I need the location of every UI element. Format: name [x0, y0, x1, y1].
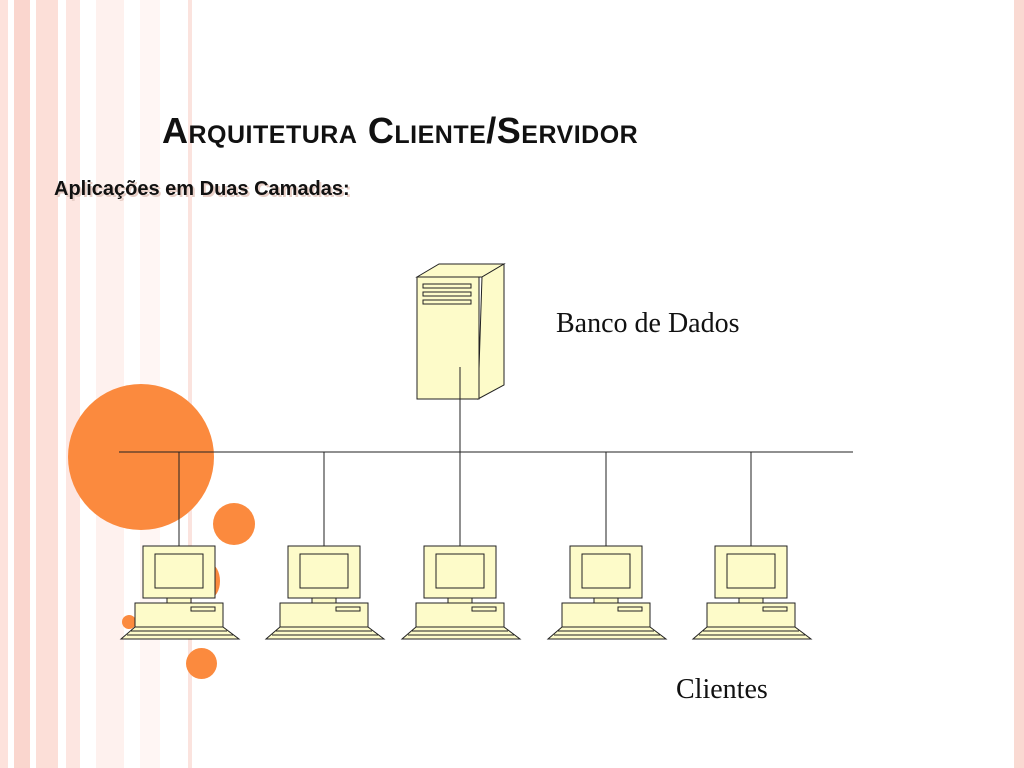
slide-title: Arquitetura Cliente/Servidor	[162, 110, 639, 151]
right-border-stripe	[1014, 0, 1024, 768]
client-computer-icon	[692, 545, 812, 640]
network-lines	[119, 367, 853, 547]
client-computer-icon	[401, 545, 521, 640]
server-tower-icon	[415, 263, 506, 400]
decorative-circle-large	[68, 384, 214, 530]
clients-label: Clientes	[676, 674, 768, 705]
decorative-circle-tiny	[122, 615, 136, 629]
client-computer-icon	[120, 545, 240, 640]
client-computer-icon	[547, 545, 667, 640]
decorative-circle-medium	[213, 503, 255, 545]
server-label: Banco de Dados	[556, 308, 740, 339]
decorative-circle-bottom	[186, 648, 217, 679]
slide-subtitle: Aplicações em Duas Camadas:	[54, 178, 350, 200]
client-computer-icon	[265, 545, 385, 640]
